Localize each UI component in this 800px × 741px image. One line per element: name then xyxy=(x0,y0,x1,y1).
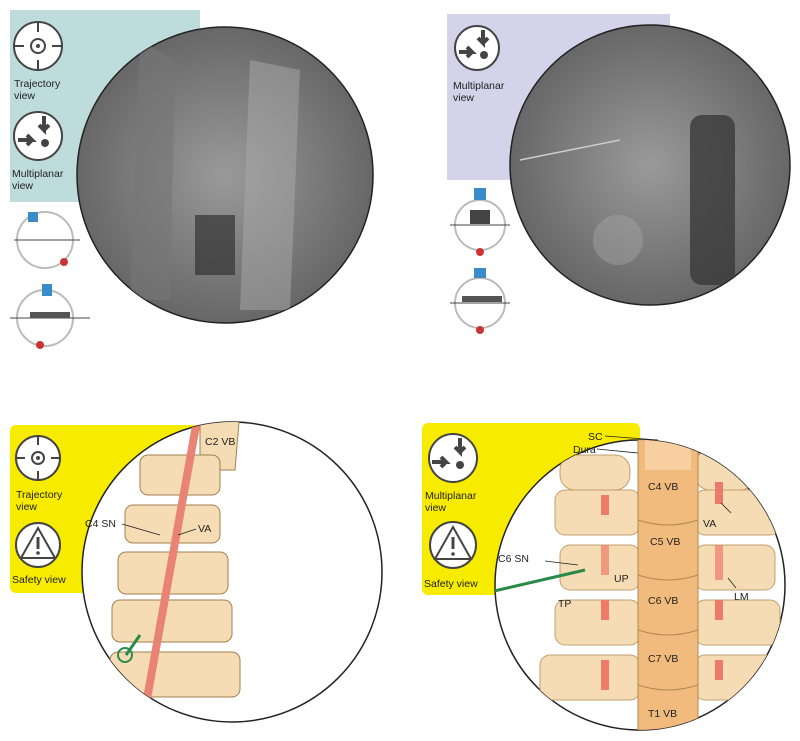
label-c6-sn: C6 SN xyxy=(498,553,529,565)
safety-view-label: Safety view xyxy=(424,578,478,590)
multiplanar-view-label-2: view xyxy=(12,180,33,192)
implant-plate xyxy=(690,115,735,285)
needle xyxy=(124,634,142,656)
label-c7-vb: C7 VB xyxy=(648,653,678,665)
multiplanar-view-label: Multiplanar xyxy=(453,80,505,92)
trajectory-view-icon xyxy=(13,21,63,71)
panel-ap-illustration: SC Dura C4 VB C5 VB C6 VB C7 VB T1 VB VA… xyxy=(422,423,786,731)
label-c4-vb: C4 VB xyxy=(648,481,678,493)
label-sc: SC xyxy=(588,431,603,443)
trajectory-view-label-2: view xyxy=(16,501,37,513)
needle xyxy=(495,568,586,594)
label-lm: LM xyxy=(734,591,749,603)
safety-view-label: Safety view xyxy=(12,574,66,586)
c-arm-orientation-icon xyxy=(10,211,90,349)
label-t1-vb: T1 VB xyxy=(648,708,677,720)
trajectory-view-label-2: view xyxy=(14,90,35,102)
label-va: VA xyxy=(198,523,211,535)
label-dura: Dura xyxy=(573,444,596,456)
cervical-spine-ap xyxy=(495,440,781,730)
label-tp: TP xyxy=(558,598,571,610)
vertebral-artery xyxy=(141,422,201,711)
panel-lateral-fluoroscopy: Trajectory view Multiplanar view xyxy=(10,10,374,349)
fluoroscopy-image xyxy=(509,24,791,306)
multiplanar-view-label: Multiplanar xyxy=(12,168,64,180)
label-up: UP xyxy=(614,573,629,585)
multiplanar-view-icon xyxy=(13,111,63,161)
multiplanar-view-label: Multiplanar xyxy=(425,490,477,502)
multiplanar-view-label-2: view xyxy=(453,92,474,104)
label-c4-sn: C4 SN xyxy=(85,518,116,530)
multiplanar-view-label-2: view xyxy=(425,502,446,514)
safety-view-icon xyxy=(15,522,61,568)
label-c5-vb: C5 VB xyxy=(650,536,680,548)
trajectory-view-label: Trajectory xyxy=(14,78,61,90)
label-c2-vb: C2 VB xyxy=(205,436,235,448)
implant-plate xyxy=(195,215,235,275)
panel-ap-fluoroscopy: Multiplanar view xyxy=(447,14,791,334)
c-arm-orientation-icon xyxy=(450,188,510,334)
multiplanar-view-icon xyxy=(454,25,500,71)
trajectory-view-icon xyxy=(15,435,61,481)
fluoroscopy-image xyxy=(76,26,374,324)
trajectory-view-label: Trajectory xyxy=(16,489,63,501)
multiplanar-view-icon xyxy=(428,433,478,483)
safety-view-icon xyxy=(429,521,477,569)
label-c6-vb: C6 VB xyxy=(648,595,678,607)
panel-lateral-illustration: C2 VB C4 SN VA Trajectory view Safety vi… xyxy=(10,421,383,723)
cervical-spine-lateral xyxy=(109,422,241,711)
label-va: VA xyxy=(703,518,716,530)
